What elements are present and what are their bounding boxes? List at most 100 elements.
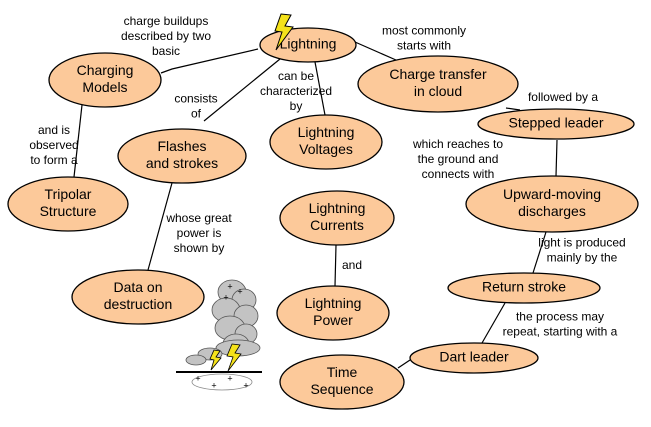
node-dart-leader-shape: [409, 342, 539, 374]
link-characterized-line-1: can be: [278, 69, 314, 83]
node-tripolar-shape: [7, 176, 129, 232]
link-light-produced-line-1: light is produced: [538, 236, 625, 250]
node-lightning[interactable]: Lightning: [259, 13, 357, 63]
ground-puddle: [191, 373, 253, 391]
link-charge-buildups-line-1: charge buildups: [124, 14, 209, 28]
node-flashes-label-1: Flashes: [157, 138, 206, 154]
edge-3: [203, 58, 281, 122]
cloud-puff: [185, 354, 207, 366]
node-currents-label-1: Lightning: [309, 200, 366, 216]
node-upward-label-2: discharges: [518, 203, 586, 219]
edge-9: [532, 231, 547, 274]
node-flashes-shape: [117, 128, 247, 184]
node-time-sequence-label-1: Time: [327, 364, 358, 380]
link-observed-line-3: to form a: [30, 153, 78, 167]
node-currents-shape: [279, 190, 395, 246]
node-flashes-label-2: and strokes: [146, 155, 218, 171]
node-tripolar-label-1: Tripolar: [45, 186, 92, 202]
edges: [73, 41, 558, 369]
link-great-power-line-2: power is: [177, 226, 222, 240]
link-great-power-line-3: shown by: [174, 241, 225, 255]
node-stepped-leader-label-1: Stepped leader: [509, 115, 604, 131]
node-upward-label-1: Upward-moving: [503, 186, 601, 202]
node-power-label-1: Lightning: [305, 295, 362, 311]
edge-12: [397, 359, 411, 369]
node-upward-shape: [465, 175, 639, 233]
link-characterized-line-2: characterized: [260, 84, 332, 98]
link-observed-line-2: observed: [29, 138, 78, 152]
lightning-bolt-icon: [274, 13, 294, 51]
node-return-stroke[interactable]: Return stroke: [447, 272, 601, 304]
charge-sign: +: [227, 373, 232, 383]
link-and-line-1: and: [342, 258, 362, 272]
node-voltages-label-1: Lightning: [298, 124, 355, 140]
link-and: and: [342, 258, 362, 272]
node-dart-leader[interactable]: Dart leader: [409, 342, 539, 374]
edge-1: [160, 48, 259, 74]
link-most-commonly-line-1: most commonly: [382, 24, 466, 38]
link-characterized-line-3: by: [290, 99, 303, 113]
node-dart-leader-label-1: Dart leader: [439, 349, 509, 365]
node-stepped-leader-shape: [477, 108, 635, 140]
link-consists-of-line-2: of: [191, 107, 202, 121]
node-charge-transfer-shape: [357, 55, 519, 113]
edge-4: [314, 61, 326, 116]
charge-sign: +: [243, 380, 248, 390]
edge-11: [481, 302, 506, 344]
edge-8: [147, 182, 173, 271]
node-return-stroke-shape: [447, 272, 601, 304]
node-charging-models-label-2: Models: [82, 79, 127, 95]
node-destruction-shape: [71, 269, 205, 325]
edge-2: [354, 41, 397, 61]
node-time-sequence-label-2: Sequence: [310, 381, 373, 397]
node-charge-transfer-label-1: Charge transfer: [389, 66, 487, 82]
link-consists-of-line-1: consists: [174, 92, 217, 106]
node-time-sequence-shape: [279, 354, 405, 410]
charge-sign: +: [195, 373, 200, 383]
node-stepped-leader[interactable]: Stepped leader: [477, 108, 635, 140]
small-bolt-icon: [209, 349, 222, 371]
edge-7: [555, 139, 558, 177]
link-followed-by-line-1: followed by a: [528, 90, 598, 104]
link-repeat-line-1: the process may: [516, 310, 604, 324]
link-charge-buildups-line-3: basic: [152, 44, 180, 58]
node-charge-transfer-label-2: in cloud: [414, 83, 462, 99]
node-charging-models-shape: [48, 52, 162, 108]
thundercloud-illustration: +++++++: [176, 279, 262, 391]
node-tripolar-label-2: Structure: [40, 203, 97, 219]
link-great-power-line-1: whose great: [165, 211, 232, 225]
node-voltages-shape: [269, 114, 383, 170]
link-light-produced-line-2: mainly by the: [547, 251, 618, 265]
charge-sign: +: [223, 292, 228, 302]
node-charging-models-label-1: Charging: [77, 62, 134, 78]
node-power-label-2: Power: [313, 312, 353, 328]
node-voltages-label-2: Voltages: [299, 141, 353, 157]
node-return-stroke-label-1: Return stroke: [482, 279, 566, 295]
cloud-icon: [185, 279, 261, 366]
charge-sign: +: [237, 286, 242, 296]
link-most-commonly-line-2: starts with: [397, 39, 451, 53]
